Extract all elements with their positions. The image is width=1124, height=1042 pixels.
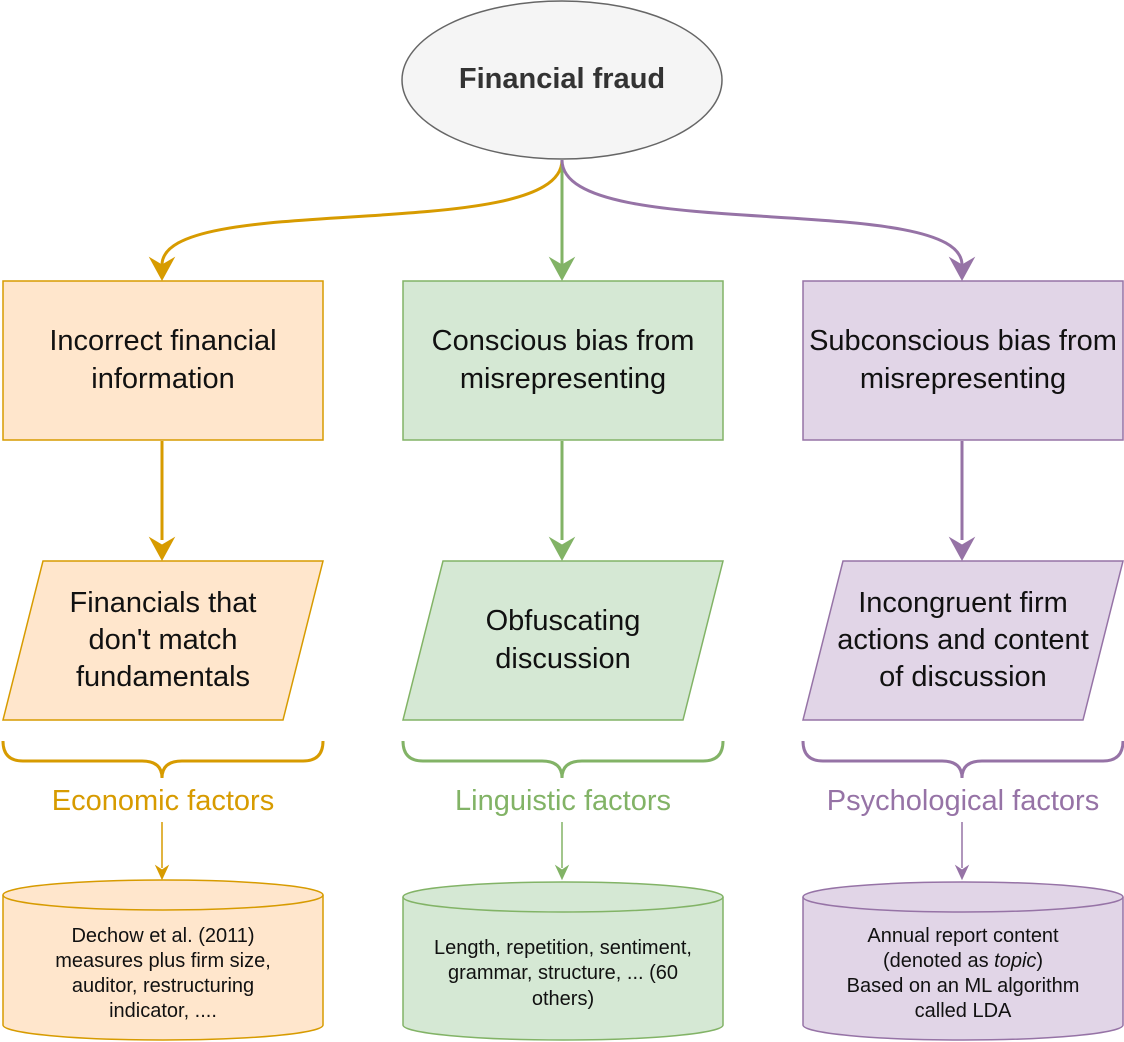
psychological-data-cylinder[interactable] xyxy=(802,881,1124,1041)
psychological-data-line-4: called LDA xyxy=(914,1000,1012,1023)
economic-data-line-2: measures plus firm size, xyxy=(55,949,271,972)
psychological-cause-label: Subconscious bias from misrepresenting xyxy=(809,325,1117,395)
psychological-signal-parallelogram[interactable] xyxy=(802,560,1124,721)
economic-signal-label: Financials that don't match fundamentals xyxy=(69,586,257,694)
economic-data-cylinder[interactable] xyxy=(2,879,324,1041)
linguistic-signal-parallelogram[interactable] xyxy=(402,560,724,721)
economic-brace xyxy=(1,740,325,779)
arrowhead-economic-3 xyxy=(154,864,170,881)
economic-data-line-3: auditor, restructuring xyxy=(71,975,255,997)
economic-cause-label: Incorrect financial information xyxy=(49,325,277,395)
psychological-data-topic-emphasis: topic xyxy=(994,949,1037,972)
connector-root-to-psychological xyxy=(560,159,964,266)
linguistic-cause-box[interactable] xyxy=(402,280,724,441)
linguistic-cylinder-rim xyxy=(402,896,724,913)
economic-factor-label: Economic factors xyxy=(51,785,275,818)
psychological-factor-label: Psychological factors xyxy=(826,785,1100,818)
arrowhead-economic-2 xyxy=(148,536,176,562)
linguistic-cause-label: Conscious bias from misrepresenting xyxy=(431,325,695,395)
psychological-data-line-1: Annual report content xyxy=(867,924,1059,947)
economic-cylinder-rim xyxy=(2,894,324,911)
root-node[interactable] xyxy=(401,0,723,160)
arrowhead-psychological-1 xyxy=(948,256,976,282)
linguistic-data-cylinder[interactable] xyxy=(402,881,724,1041)
economic-signal-parallelogram[interactable] xyxy=(2,560,324,721)
linguistic-data-label: Length, repetition, sentiment, grammar, … xyxy=(403,912,723,1036)
arrowhead-psychological-3 xyxy=(954,864,970,881)
arrowhead-linguistic-3 xyxy=(554,864,570,881)
psychological-cause-box[interactable] xyxy=(802,280,1124,441)
economic-data-line-4: indicator, .... xyxy=(109,1000,217,1023)
arrowhead-psychological-2 xyxy=(948,536,976,562)
psychological-data-line-3: Based on an ML algorithm xyxy=(846,975,1080,997)
arrowhead-linguistic-2 xyxy=(548,536,576,562)
linguistic-data-line-3: others) xyxy=(531,987,595,1010)
psychological-signal-label: Incongruent firm actions and content of … xyxy=(837,586,1089,694)
arrowhead-linguistic-1 xyxy=(548,256,576,282)
psychological-data-label: Annual report content (denoted as topic)… xyxy=(813,912,1113,1036)
linguistic-data-line-2: grammar, structure, ... (60 xyxy=(447,962,679,985)
root-label: Financial fraud xyxy=(458,63,666,96)
linguistic-signal-label: Obfuscating discussion xyxy=(485,605,641,675)
economic-cause-box[interactable] xyxy=(2,280,324,441)
linguistic-factor-label: Linguistic factors xyxy=(455,785,671,818)
psychological-data-line-2-post: ) xyxy=(1036,949,1044,972)
linguistic-data-line-1: Length, repetition, sentiment, xyxy=(434,937,692,960)
connector-root-to-economic xyxy=(160,159,564,266)
psychological-data-line-2-pre: (denoted as xyxy=(882,949,995,972)
arrowhead-economic-1 xyxy=(148,256,176,282)
linguistic-brace xyxy=(401,740,725,779)
psychological-brace xyxy=(801,740,1124,779)
economic-data-label: Dechow et al. (2011) measures plus firm … xyxy=(13,912,313,1036)
economic-data-line-1: Dechow et al. (2011) xyxy=(71,924,255,947)
psychological-data-line-2: (denoted as topic) xyxy=(883,949,1043,974)
psychological-cylinder-rim xyxy=(802,896,1124,913)
